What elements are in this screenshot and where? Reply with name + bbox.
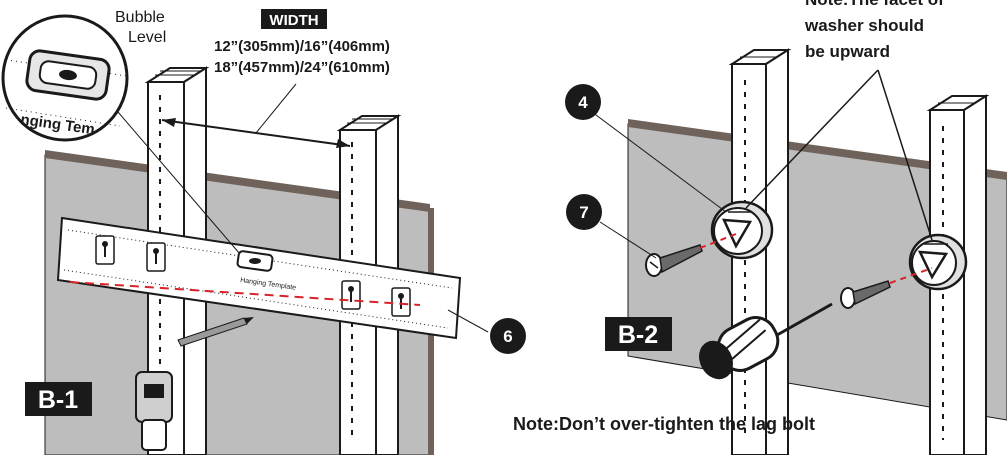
bubble-level-large <box>25 49 111 101</box>
facet-note-leader-1 <box>745 69 879 209</box>
stud-finder-icon <box>135 371 173 451</box>
step-b1-label: B-1 <box>38 386 78 414</box>
bubble-level-label-line1: Bubble <box>115 9 165 26</box>
callout-6-number: 6 <box>503 327 512 346</box>
hanging-template: Hanging Template <box>56 216 462 340</box>
callout-7-number: 7 <box>579 203 588 222</box>
template-slot <box>341 280 361 310</box>
lag-bolt-icon <box>645 233 737 277</box>
callout-4-badge <box>565 84 601 120</box>
callout-4-leader <box>591 111 727 213</box>
facet-note-line-2: washer should <box>804 16 924 35</box>
step-b1-box <box>25 382 92 416</box>
lag-bolt-icon <box>840 267 933 309</box>
width-line-1: 12”(305mm)/16”(406mm) <box>214 38 390 55</box>
screwdriver-icon <box>699 302 833 380</box>
callout-4-number: 4 <box>578 93 588 112</box>
template-slot <box>391 287 411 317</box>
width-heading-box <box>261 9 327 29</box>
panel-b1: Hanging Template nging Tem <box>1 9 526 455</box>
marking-line <box>69 281 421 306</box>
facet-note-line-3: be upward <box>805 42 890 61</box>
width-heading: WIDTH <box>269 12 318 29</box>
template-slot <box>95 235 115 265</box>
wall-right-top-edge <box>628 119 1007 180</box>
wall-left-top-edge <box>45 150 430 212</box>
tighten-note: Note:Don’t over-tighten the lag bolt <box>513 414 815 434</box>
washer-icon <box>710 200 774 260</box>
facet-note-line-1: Note:The facet of <box>805 0 944 9</box>
template-slot <box>146 242 166 272</box>
washer-icon <box>908 233 968 291</box>
callout-7-badge <box>566 194 602 230</box>
panel-b2: 4 7 Note:The facet of washer should be u… <box>513 0 1007 455</box>
width-line-2: 18”(457mm)/24”(610mm) <box>214 59 390 76</box>
facet-note-leader-2 <box>877 69 933 241</box>
step-b2-box <box>605 317 672 351</box>
callout-6-leader <box>447 309 489 333</box>
callout-6-badge <box>490 318 526 354</box>
bubble-level-icon <box>236 250 274 272</box>
width-arrow <box>161 83 351 148</box>
step-b2-label: B-2 <box>618 321 658 349</box>
pencil-icon <box>177 317 254 347</box>
bubble-level-label-line2: Level <box>128 29 166 46</box>
callout-7-leader <box>599 221 657 259</box>
magnifier-icon: nging Tem <box>1 14 241 255</box>
